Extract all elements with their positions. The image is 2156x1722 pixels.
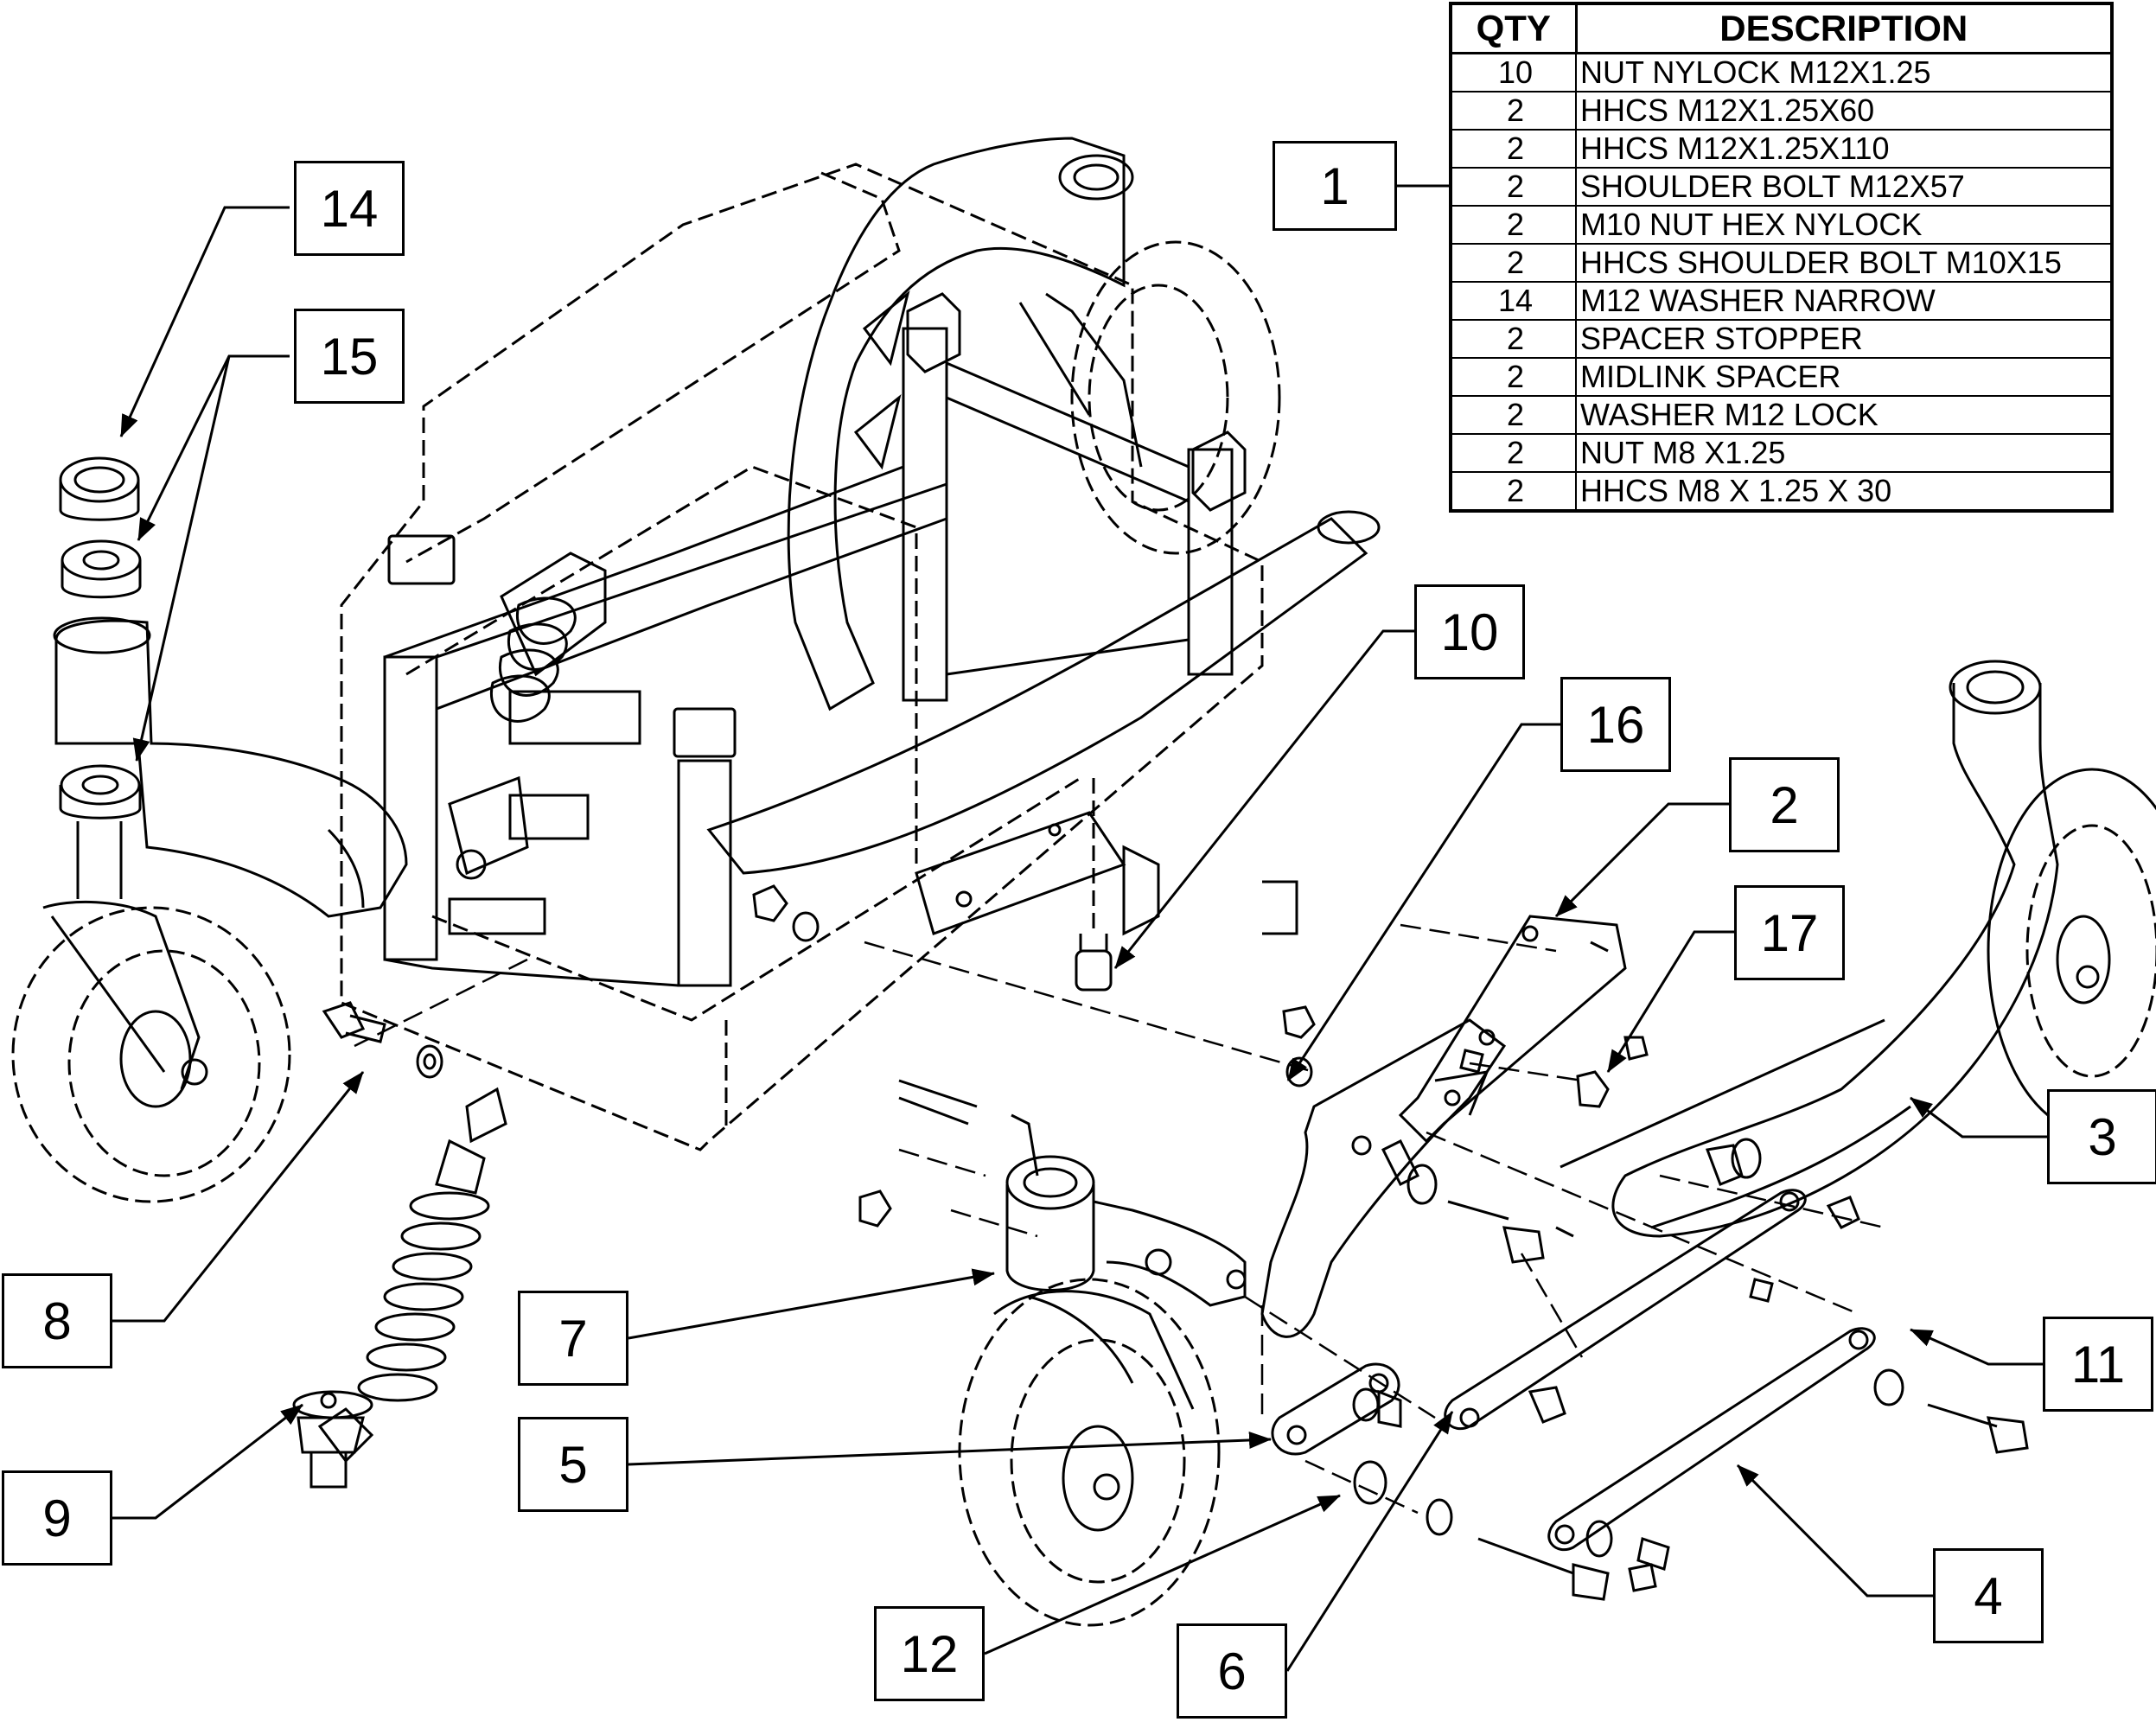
callout-8: 8 <box>2 1273 112 1368</box>
left-caster-wheel <box>11 821 291 1203</box>
description-cell: HHCS SHOULDER BOLT M10X15 <box>1575 243 2113 283</box>
callout-label: 9 <box>42 1489 72 1547</box>
qty-cell: 2 <box>1450 167 1577 207</box>
qty-cell: 2 <box>1450 129 1577 169</box>
description-cell: WASHER M12 LOCK <box>1575 395 2113 435</box>
callout-10: 10 <box>1414 584 1525 679</box>
callout-label: 4 <box>1974 1566 2003 1625</box>
callout-12: 12 <box>874 1606 985 1701</box>
description-cell: M10 NUT HEX NYLOCK <box>1575 205 2113 245</box>
qty-cell: 10 <box>1450 52 1577 92</box>
callout-11: 11 <box>2043 1317 2153 1412</box>
callout-label: 17 <box>1760 903 1819 962</box>
callout-label: 5 <box>558 1435 588 1494</box>
front-caster-assembly <box>958 1113 1247 1627</box>
description-cell: SPACER STOPPER <box>1575 319 2113 359</box>
qty-header: QTY <box>1449 2 1578 54</box>
rear-wheel-fork <box>1018 292 1143 468</box>
callout-label: 6 <box>1217 1642 1247 1700</box>
callout-label: 3 <box>2088 1107 2117 1166</box>
callout-leaders <box>112 184 2047 1672</box>
callout-16: 16 <box>1560 677 1671 772</box>
callout-2: 2 <box>1729 757 1840 852</box>
qty-cell: 2 <box>1450 433 1577 473</box>
right-caster-wheel <box>1987 768 2156 1134</box>
stopper-bracket <box>1260 1018 1507 1338</box>
link-plate <box>1398 915 1627 1144</box>
callout-label: 14 <box>320 179 379 238</box>
callout-label: 7 <box>558 1309 588 1368</box>
right-caster-arm <box>1555 660 2059 1238</box>
rear-suspension-arm <box>787 137 1134 711</box>
description-cell: MIDLINK SPACER <box>1575 357 2113 397</box>
callout-label: 11 <box>2070 1335 2126 1394</box>
chassis-frame <box>383 292 1381 1126</box>
qty-cell: 2 <box>1450 205 1577 245</box>
qty-cell: 2 <box>1450 243 1577 283</box>
qty-cell: 2 <box>1450 471 1577 512</box>
qty-cell: 2 <box>1450 319 1577 359</box>
callout-label: 15 <box>320 327 379 386</box>
callout-5: 5 <box>518 1417 628 1512</box>
callout-label: 12 <box>900 1624 959 1683</box>
assembly-axis-lines <box>354 923 1885 1515</box>
left-caster-cap <box>59 456 142 820</box>
description-cell: HHCS M12X1.25X60 <box>1575 91 2113 131</box>
qty-cell: 14 <box>1450 281 1577 321</box>
description-cell: NUT NYLOCK M12X1.25 <box>1575 52 2113 92</box>
callout-9: 9 <box>2 1470 112 1566</box>
qty-cell: 2 <box>1450 91 1577 131</box>
description-cell: M12 WASHER NARROW <box>1575 281 2113 321</box>
left-caster-arm <box>53 616 408 918</box>
callout-label: 16 <box>1586 695 1645 754</box>
description-cell: SHOULDER BOLT M12X57 <box>1575 167 2113 207</box>
qty-cell: 2 <box>1450 395 1577 435</box>
callout-1: 1 <box>1273 141 1397 231</box>
callout-label: 2 <box>1770 775 1799 834</box>
callout-label: 10 <box>1440 603 1499 661</box>
callout-label: 1 <box>1320 156 1349 215</box>
rear-wheel <box>1070 240 1281 555</box>
qty-cell: 2 <box>1450 357 1577 397</box>
callout-6: 6 <box>1177 1623 1287 1719</box>
base-frame <box>340 163 1264 1151</box>
callout-15: 15 <box>294 309 405 404</box>
short-link <box>1271 1362 1400 1456</box>
description-cell: NUT M8 X1.25 <box>1575 433 2113 473</box>
callout-14: 14 <box>294 161 405 256</box>
callout-7: 7 <box>518 1291 628 1386</box>
table-header-row: QTY DESCRIPTION <box>1449 2 2114 54</box>
callout-3: 3 <box>2047 1089 2156 1184</box>
callout-4: 4 <box>1933 1548 2044 1643</box>
fasteners <box>322 778 2029 1601</box>
callout-17: 17 <box>1734 885 1845 980</box>
spring-shock-assembly-top <box>448 552 607 880</box>
description-header: DESCRIPTION <box>1574 2 2114 54</box>
callout-label: 8 <box>42 1292 72 1350</box>
description-cell: HHCS M8 X 1.25 X 30 <box>1575 471 2113 512</box>
description-cell: HHCS M12X1.25X110 <box>1575 129 2113 169</box>
shock-absorber <box>292 1087 507 1489</box>
